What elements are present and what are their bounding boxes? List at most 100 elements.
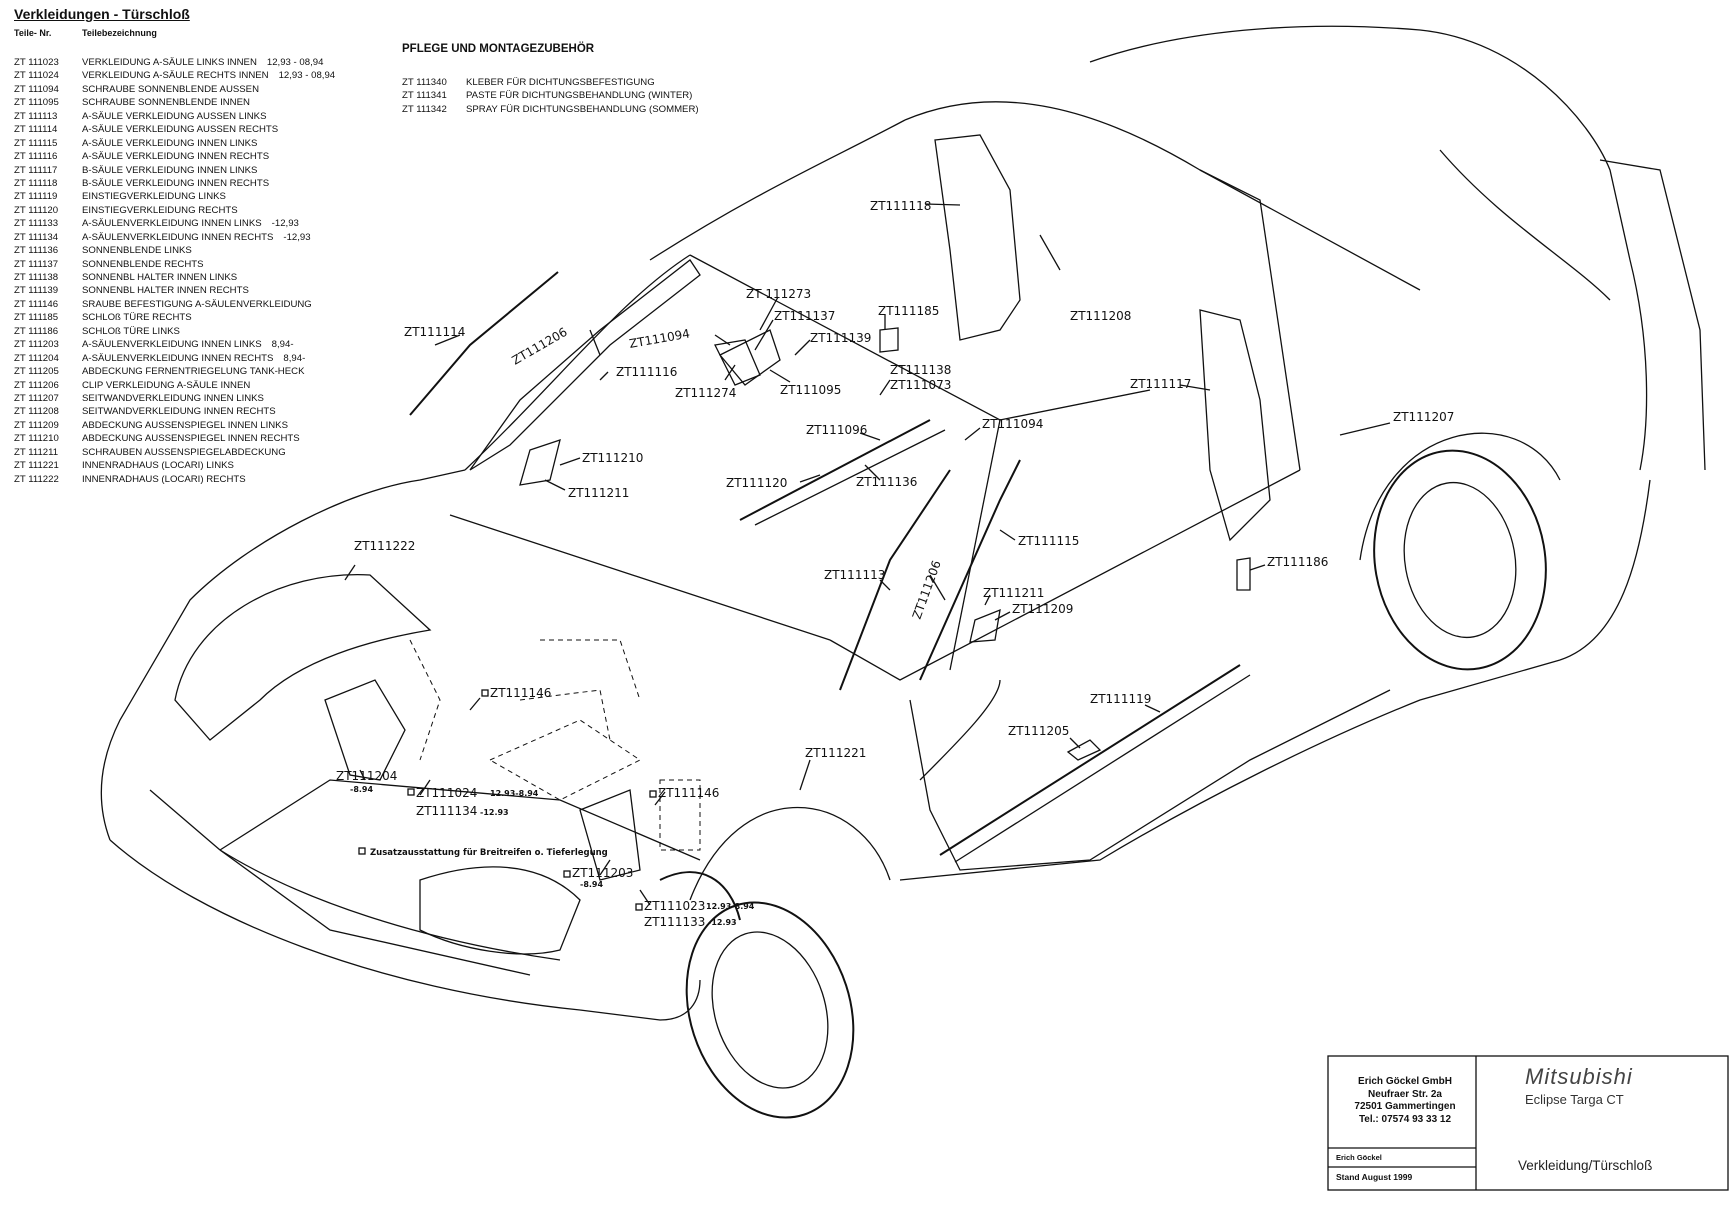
callout-zt111118: ZT111118 <box>870 199 931 213</box>
callout-zt111115: ZT111115 <box>1018 534 1079 548</box>
callout-zt111139: ZT111139 <box>810 331 871 345</box>
callout-zt111137: ZT111137 <box>774 309 835 323</box>
drawing-date: Stand August 1999 <box>1336 1172 1413 1182</box>
part-description: SONNENBLENDE LINKS <box>82 245 192 257</box>
part-description: SONNENBL HALTER INNEN RECHTS <box>82 285 249 297</box>
parts-list-row: ZT 111206 CLIP VERKLEIDUNG A-SÄULE INNEN <box>14 379 335 392</box>
callout-zt111204-date: -8.94 <box>350 785 373 794</box>
col-description: Teilebezeichnung <box>82 28 157 38</box>
callout-zt111120: ZT111120 <box>726 476 787 490</box>
part-number: ZT 111113 <box>14 110 58 122</box>
part-description: A-SÄULE VERKLEIDUNG INNEN LINKS <box>82 137 258 149</box>
part-date-range: 8,94- <box>283 352 306 364</box>
part-number: ZT 111185 <box>14 312 59 324</box>
part-description: A-SÄULENVERKLEIDUNG INNEN LINKS <box>82 339 262 351</box>
company-street: Neufraer Str. 2a <box>1368 1088 1442 1100</box>
callout-zt111023: ZT111023 <box>644 899 705 913</box>
part-description: CLIP VERKLEIDUNG A-SÄULE INNEN <box>82 379 251 391</box>
part-number: ZT 111137 <box>14 258 59 270</box>
parts-list: ZT 111023 VERKLEIDUNG A-SÄULE LINKS INNEN… <box>14 56 335 486</box>
parts-list-row: ZT 111023 VERKLEIDUNG A-SÄULE LINKS INNEN… <box>14 56 335 69</box>
callout-zt111204: ZT111204 <box>336 769 397 783</box>
optional-marker <box>481 689 489 697</box>
callout-zt111114: ZT111114 <box>404 325 465 339</box>
callout-zt111185: ZT111185 <box>878 304 939 318</box>
callout-zt111209: ZT111209 <box>1012 602 1073 616</box>
part-description: A-SÄULENVERKLEIDUNG INNEN LINKS <box>82 218 262 230</box>
care-part-number: ZT 111342 <box>402 103 447 115</box>
part-description: INNENRADHAUS (LOCARI) LINKS <box>82 460 234 472</box>
part-description: SCHRAUBE SONNENBLENDE AUSSEN <box>82 83 259 95</box>
part-date-range: 12,93 - 08,94 <box>266 57 324 68</box>
part-description: SCHLOß TÜRE RECHTS <box>82 312 192 324</box>
callout-zt111146-bottom: ZT111146 <box>658 786 719 800</box>
callout-zt111221: ZT111221 <box>805 746 866 760</box>
parts-list-row: ZT 111146 SRAUBE BEFESTIGUNG A-SÄULENVERK… <box>14 298 335 311</box>
part-number: ZT 111186 <box>14 325 59 337</box>
callout-zt111208: ZT111208 <box>1070 309 1131 323</box>
car-body-outline <box>100 25 1706 1119</box>
part-number: ZT 111094 <box>14 83 59 95</box>
part-description: SEITWANDVERKLEIDUNG INNEN RECHTS <box>82 406 276 418</box>
part-description: INNENRADHAUS (LOCARI) RECHTS <box>82 473 246 485</box>
callout-zt111096: ZT111096 <box>806 423 867 437</box>
optional-marker <box>649 790 657 798</box>
part-description: A-SÄULENVERKLEIDUNG INNEN RECHTS <box>82 231 274 243</box>
part-description: A-SÄULE VERKLEIDUNG AUSSEN LINKS <box>82 110 267 122</box>
title-block-frame <box>1327 1055 1729 1191</box>
part-description: VERKLEIDUNG A-SÄULE LINKS INNEN <box>82 57 257 68</box>
footnote-marker <box>358 847 366 855</box>
callout-zt111186: ZT111186 <box>1267 555 1328 569</box>
care-part-description: KLEBER FÜR DICHTUNGSBEFESTIGUNG <box>466 77 655 88</box>
company-name: Erich Göckel GmbH <box>1358 1076 1452 1087</box>
part-number: ZT 111146 <box>14 298 59 310</box>
callout-zt111113: ZT111113 <box>824 568 885 582</box>
part-number: ZT 111211 <box>14 446 59 458</box>
part-number: ZT 111023 <box>14 57 59 68</box>
callout-zt111203-date: -8.94 <box>580 880 603 889</box>
callout-zt111205: ZT111205 <box>1008 724 1069 738</box>
optional-marker <box>635 903 643 911</box>
page-title: Verkleidungen - Türschloß <box>14 6 190 22</box>
part-date-range: 8,94- <box>271 339 294 351</box>
parts-list-row: ZT 111185 SCHLOß TÜRE RECHTS <box>14 311 335 324</box>
callout-zt111203: ZT111203 <box>572 866 633 880</box>
part-number: ZT 111133 <box>14 218 59 230</box>
part-description: ABDECKUNG FERNENTRIEGELUNG TANK-HECK <box>82 366 305 378</box>
model-name: Eclipse Targa CT <box>1525 1092 1624 1107</box>
company-city: 72501 Gammertingen <box>1354 1101 1456 1112</box>
part-description: SONNENBL HALTER INNEN LINKS <box>82 272 238 283</box>
callout-zt111274: ZT111274 <box>675 386 736 400</box>
part-number: ZT 111024 <box>14 70 59 82</box>
part-number: ZT 111206 <box>14 379 59 391</box>
part-number: ZT 111119 <box>14 191 58 203</box>
drawing-author: Erich Göckel <box>1336 1153 1382 1162</box>
part-description: ABDECKUNG AUSSENSPIEGEL INNEN RECHTS <box>82 433 300 445</box>
callout-zt111273: ZT 111273 <box>746 287 811 301</box>
col-part-no: Teile- Nr. <box>14 28 52 38</box>
leader-lines <box>344 203 1391 906</box>
part-description: B-SÄULE VERKLEIDUNG INNEN RECHTS <box>82 177 270 189</box>
part-number: ZT 111222 <box>14 473 59 485</box>
sheet-title: Verkleidung/Türschloß <box>1518 1158 1653 1173</box>
part-number: ZT 111117 <box>14 164 58 176</box>
part-description: SRAUBE BEFESTIGUNG A-SÄULENVERKLEIDUNG <box>82 298 312 310</box>
parts-list-row: ZT 111113 A-SÄULE VERKLEIDUNG AUSSEN LINK… <box>14 110 335 123</box>
